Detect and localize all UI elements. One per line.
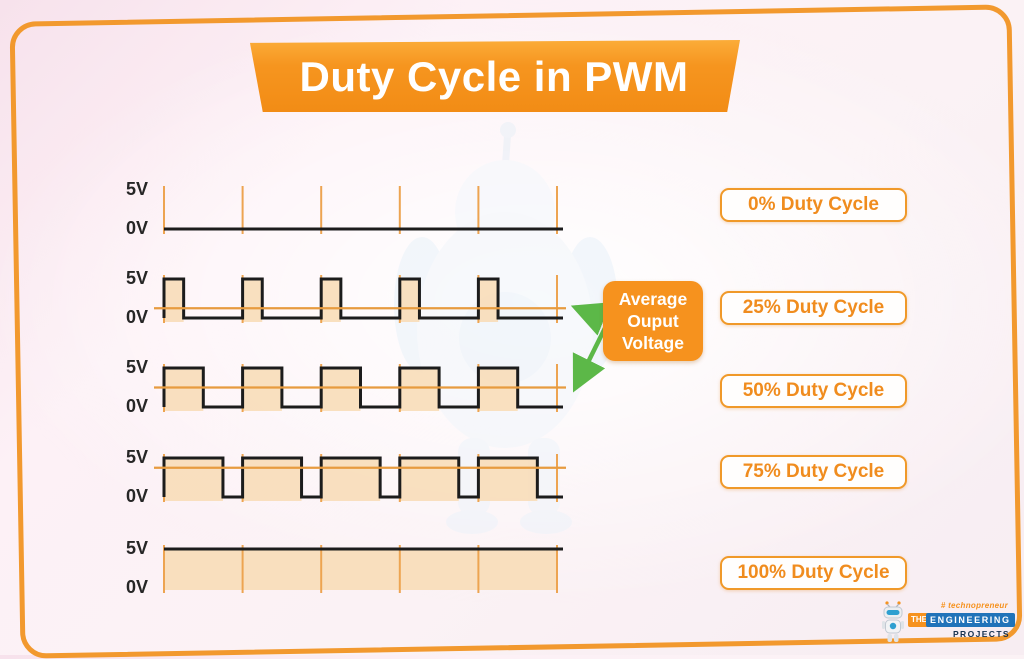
logo-projects: PROJECTS [952, 629, 1010, 639]
duty-cycle-label-50: 50% Duty Cycle [720, 374, 907, 408]
brand-logo: # technopreneur THE ENGINEERING PROJECTS [880, 599, 1015, 645]
duty-cycle-label-0: 0% Duty Cycle [720, 188, 907, 222]
waveform-100 [163, 545, 563, 593]
duty-cycle-label-75: 75% Duty Cycle [720, 455, 907, 489]
pwm-plot-75: 5V 0V [126, 446, 606, 510]
logo-tagline: # technopreneur [940, 601, 1008, 610]
axis-label-0v: 0V [126, 486, 149, 506]
axis-label-5v: 5V [126, 447, 149, 467]
average-output-voltage-callout: Average Ouput Voltage [603, 281, 703, 361]
axis-label-5v: 5V [126, 179, 149, 199]
axis-label-5v: 5V [126, 538, 149, 558]
pwm-plot-0: 5V 0V [126, 178, 606, 242]
duty-cycle-label-25: 25% Duty Cycle [720, 291, 907, 325]
pwm-plot-25: 5V 0V [126, 267, 606, 331]
axis-label-0v: 0V [126, 218, 149, 238]
logo-engineering: ENGINEERING [926, 613, 1015, 627]
waveform-0 [163, 186, 563, 234]
title-banner: Duty Cycle in PWM [249, 40, 740, 112]
waveform-75 [154, 454, 566, 502]
axis-label-5v: 5V [126, 357, 149, 377]
duty-cycle-label-100: 100% Duty Cycle [720, 556, 907, 590]
axis-label-0v: 0V [126, 396, 149, 416]
robot-logo-icon [882, 601, 904, 642]
waveform-25 [154, 275, 566, 323]
waveform-50 [154, 364, 566, 412]
logo-the: THE [908, 613, 930, 627]
axis-label-0v: 0V [126, 577, 149, 597]
page-title: Duty Cycle in PWM [299, 53, 689, 100]
pwm-plot-50: 5V 0V [126, 356, 606, 420]
average-output-voltage-text: Average Ouput Voltage [618, 289, 688, 353]
pwm-plot-100: 5V 0V [126, 537, 606, 601]
axis-label-5v: 5V [126, 268, 149, 288]
axis-label-0v: 0V [126, 307, 149, 327]
